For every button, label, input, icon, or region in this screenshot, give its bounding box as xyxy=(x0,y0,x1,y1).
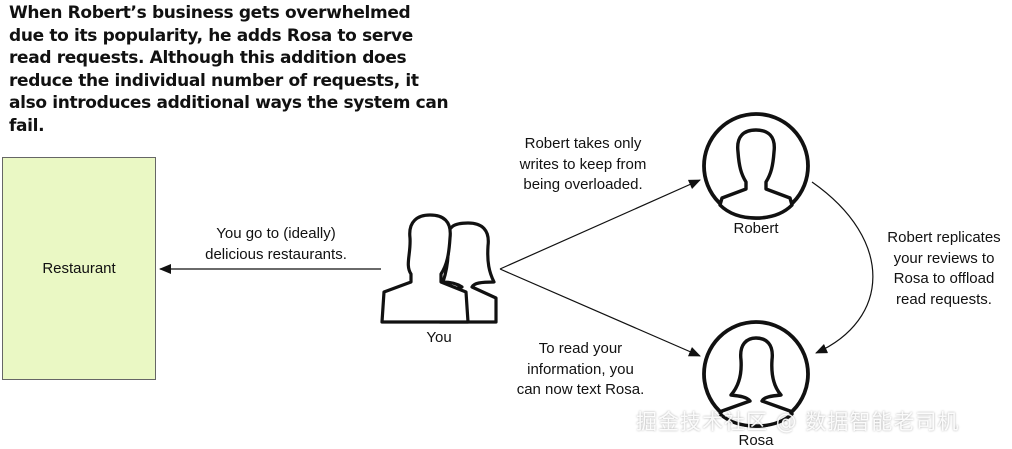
arrow-you-to-robert xyxy=(499,179,701,270)
annotation-you-to-robert: Robert takes only writes to keep from be… xyxy=(519,135,647,193)
robert-avatar-icon xyxy=(702,112,810,220)
restaurant-box: Restaurant xyxy=(2,157,156,380)
restaurant-label: Restaurant xyxy=(42,260,116,277)
arrow-you-to-rosa xyxy=(499,268,701,357)
arrow-robert-to-rosa xyxy=(811,181,874,354)
figure-caption: When Robert’s business gets overwhelmed … xyxy=(9,3,449,136)
rosa-avatar-icon xyxy=(702,320,810,428)
watermark: 掘金技术社区 @ 数据智能老司机 xyxy=(636,410,960,434)
annotation-robert-to-rosa: Robert replicates your reviews to Rosa t… xyxy=(887,229,1001,308)
annotation-you-to-rosa: To read your information, you can now te… xyxy=(516,340,645,398)
you-label: You xyxy=(426,329,452,346)
rosa-label: Rosa xyxy=(738,432,774,449)
robert-label: Robert xyxy=(733,220,779,237)
you-people-icon xyxy=(380,213,498,324)
annotation-you-to-restaurant: You go to (ideally) delicious restaurant… xyxy=(205,225,347,263)
